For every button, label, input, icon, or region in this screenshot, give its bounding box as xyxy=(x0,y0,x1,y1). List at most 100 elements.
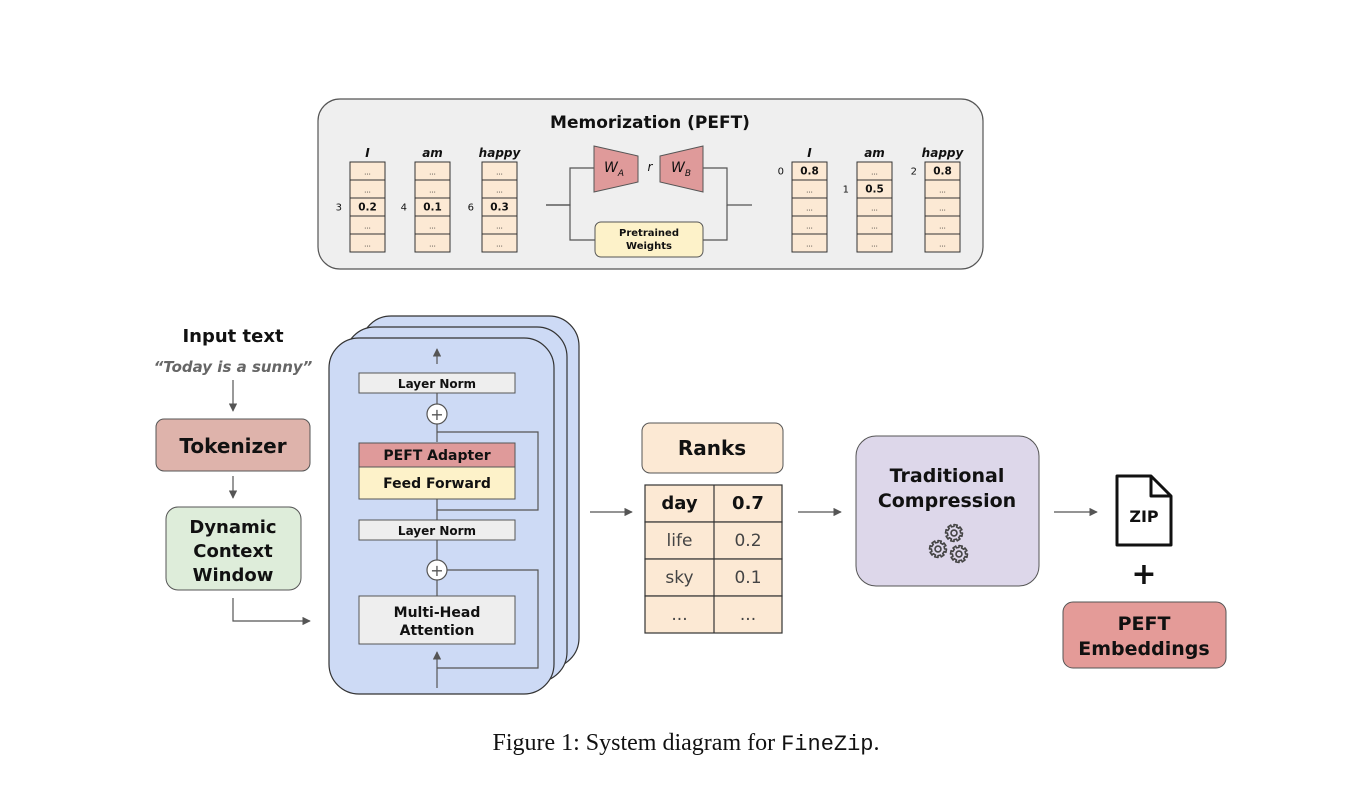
layer-norm-top-label: Layer Norm xyxy=(398,377,476,391)
peft-embeddings-label-2: Embeddings xyxy=(1078,638,1209,660)
dcw-label-2: Context xyxy=(193,541,273,562)
matrix-wb xyxy=(659,145,704,193)
ranks-score: 0.2 xyxy=(734,531,761,551)
plus-sign: + xyxy=(1131,557,1156,592)
input-token-word: I xyxy=(365,146,370,160)
input-token-value: 0.3 xyxy=(490,202,509,214)
input-token-column: am......0.14...... xyxy=(401,146,451,253)
table-row: sky 0.1 xyxy=(644,558,783,597)
dcw-label-3: Window xyxy=(193,565,274,586)
transformer-stack: Layer Norm + PEFT Adapter Feed Forward L… xyxy=(328,315,580,695)
multi-head-attention-box xyxy=(358,595,516,645)
output-token-cell xyxy=(791,233,828,253)
output-token-value: 0.8 xyxy=(800,166,819,178)
input-token-columns: I......0.23......am......0.14......happy… xyxy=(336,146,522,253)
ranks-score: 0.1 xyxy=(734,568,761,588)
cell-ellipsis: ... xyxy=(871,241,878,249)
output-token-index: 2 xyxy=(911,167,917,178)
dynamic-context-window-box xyxy=(165,506,302,591)
ranks-token: life xyxy=(667,531,693,551)
input-token-index: 6 xyxy=(468,203,474,214)
cell-ellipsis: ... xyxy=(871,223,878,231)
pretrained-label-2: Weights xyxy=(626,241,672,252)
input-token-word: happy xyxy=(479,146,522,160)
ranks-title-box xyxy=(641,422,784,474)
input-text-title: Input text xyxy=(182,326,284,347)
peft-embeddings-box xyxy=(1062,601,1227,669)
tokenizer-label: Tokenizer xyxy=(179,434,286,458)
cell-ellipsis: ... xyxy=(429,223,436,231)
ranks-title: Ranks xyxy=(678,436,746,460)
input-token-cell xyxy=(481,233,518,253)
matrix-wa xyxy=(593,145,639,193)
cell-ellipsis: ... xyxy=(429,187,436,195)
gear-icon xyxy=(949,544,969,564)
traditional-compression-box xyxy=(855,435,1040,587)
output-token-word: I xyxy=(807,146,812,160)
cell-ellipsis: ... xyxy=(806,241,813,249)
figure-caption: Figure 1: System diagram for FineZip. xyxy=(492,730,879,757)
input-token-column: I...... 0.2 3...... xyxy=(336,146,386,253)
feed-forward-label: Feed Forward xyxy=(383,476,491,492)
dcw-label-1: Dynamic xyxy=(189,517,276,538)
cell-ellipsis: ... xyxy=(429,169,436,177)
cell-ellipsis: ... xyxy=(496,169,503,177)
wa-label: WA xyxy=(604,160,624,179)
compression-label-1: Traditional xyxy=(890,465,1005,487)
wb-label: WB xyxy=(671,160,691,179)
input-token-index: 4 xyxy=(401,203,407,214)
cell-ellipsis: ... xyxy=(939,223,946,231)
zip-label: ZIP xyxy=(1129,507,1159,526)
ranks-token: sky xyxy=(665,568,693,588)
compression-label-2: Compression xyxy=(878,490,1016,512)
peft-embeddings-label-1: PEFT xyxy=(1118,613,1171,635)
output-token-index: 1 xyxy=(843,185,849,196)
rank-r-label: r xyxy=(648,160,654,174)
output-token-cell xyxy=(924,233,961,253)
cell-ellipsis: ... xyxy=(939,241,946,249)
ranks-token: day xyxy=(661,493,697,514)
lora-block: WA r WB Pretrained Weights xyxy=(546,145,752,258)
feed-forward-box xyxy=(358,466,516,500)
input-token-word: am xyxy=(422,146,443,160)
zip-file-icon: ZIP xyxy=(1115,474,1173,547)
input-token-cell xyxy=(414,233,451,253)
pretrained-weights-box xyxy=(594,221,704,258)
cell-ellipsis: ... xyxy=(364,187,371,195)
input-token-index: 3 xyxy=(336,203,342,214)
output-token-word: am xyxy=(864,146,885,160)
mha-label-1: Multi-Head xyxy=(394,605,481,621)
cell-ellipsis: ... xyxy=(364,223,371,231)
cell-ellipsis: ... xyxy=(806,187,813,195)
ranks-score: ... xyxy=(740,605,756,625)
input-token-value: 0.2 xyxy=(358,202,377,214)
cell-ellipsis: ... xyxy=(806,223,813,231)
ranks-token: ... xyxy=(671,605,687,625)
input-text-quote: “Today is a sunny” xyxy=(154,358,313,376)
cell-ellipsis: ... xyxy=(496,241,503,249)
memorization-panel: Memorization (PEFT) I......0.23......am.… xyxy=(317,98,984,270)
cell-ellipsis: ... xyxy=(364,169,371,177)
output-token-word: happy xyxy=(922,146,965,160)
input-token-column: happy...... 0.3 6...... xyxy=(468,146,522,253)
cell-ellipsis: ... xyxy=(871,169,878,177)
cell-ellipsis: ... xyxy=(496,187,503,195)
table-row: ...... xyxy=(644,595,783,634)
gear-icon xyxy=(928,539,948,559)
gear-icon xyxy=(944,523,964,543)
input-token-value: 0.1 xyxy=(423,202,442,214)
residual-add-top-symbol: + xyxy=(430,405,443,424)
output-token-column: happy0.82............ xyxy=(911,146,965,253)
output-token-index: 0 xyxy=(778,167,784,178)
cell-ellipsis: ... xyxy=(496,223,503,231)
cell-ellipsis: ... xyxy=(871,205,878,213)
cell-ellipsis: ... xyxy=(939,187,946,195)
output-token-columns: I0.80............am...0.51.........happy… xyxy=(778,146,965,253)
cell-ellipsis: ... xyxy=(364,241,371,249)
gears-icon xyxy=(928,523,969,564)
peft-adapter-label: PEFT Adapter xyxy=(383,448,490,464)
